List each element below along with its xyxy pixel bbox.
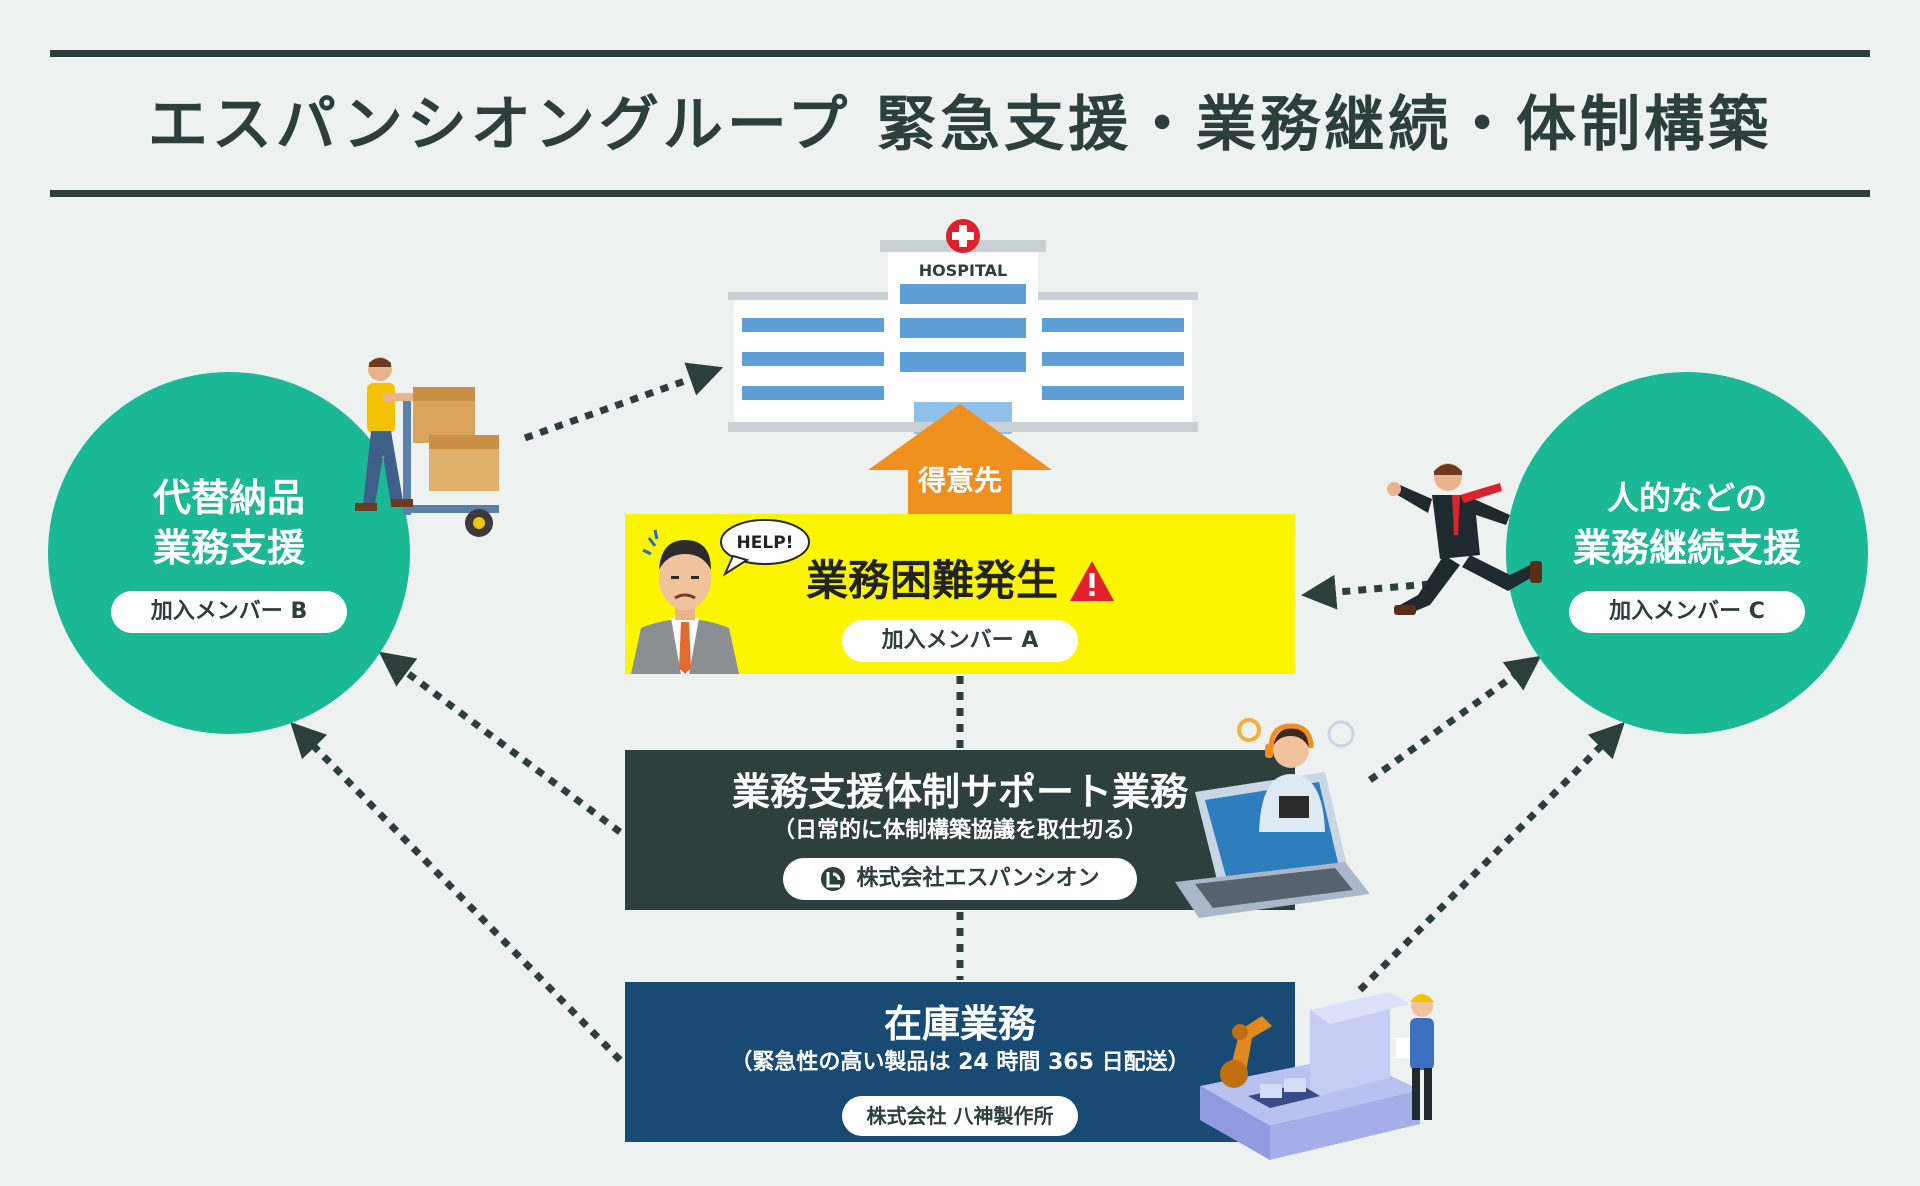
warning-icon [1070,561,1114,601]
hospital-left-wing [728,292,890,422]
client-label: 得意先 [917,464,1002,497]
help-speech: HELP! [737,533,794,553]
trouble-box: 業務困難発生 加入メンバー A [625,514,1295,674]
hospital-cross-icon [946,219,980,253]
member-c-circle: 人的などの 業務継続支援 加入メンバー C [1506,372,1868,734]
support-subtitle: （日常的に体制構築協議を取仕切る） [772,818,1147,843]
espansion-logo-icon [821,867,846,891]
factory-machine-illustration [1200,992,1434,1160]
inventory-title: 在庫業務 [883,1002,1036,1046]
title-bottom-rule [50,190,1870,197]
page-title: エスパンシオングループ 緊急支援・業務継続・体制構築 [147,90,1773,160]
running-businessman-illustration [1387,463,1542,615]
hospital-illustration: HOSPITAL [728,219,1198,434]
member-c-badge: 加入メンバー C [1569,591,1805,633]
worried-man-illustration: HELP! [631,519,810,674]
client-up-arrow [868,404,1052,516]
yagami-badge: 株式会社 八神製作所 [842,1096,1078,1136]
hospital-sign: HOSPITAL [919,261,1007,280]
arrow-b-to-hospital [523,362,724,442]
trouble-title: 業務困難発生 [806,556,1114,606]
member-b-badge: 加入メンバー B [111,591,347,633]
operator-laptop-illustration [1175,718,1370,918]
arrow-support-to-b [378,651,623,835]
inventory-subtitle: （緊急性の高い製品は 24 時間 365 日配送） [730,1050,1190,1075]
arrow-inventory-to-c [1357,722,1625,993]
member-b-title: 代替納品 業務支援 [152,476,305,570]
support-box: 業務支援体制サポート業務 （日常的に体制構築協議を取仕切る） 株式会社エスパンシ… [625,750,1295,910]
espansion-badge: 株式会社エスパンシオン [783,858,1137,900]
arrow-support-to-c [1367,655,1542,783]
support-title: 業務支援体制サポート業務 [731,770,1188,814]
delivery-worker-illustration [355,357,499,537]
member-c-title: 人的などの 業務継続支援 [1572,479,1801,570]
hospital-right-wing [1036,292,1198,422]
member-b-circle: 代替納品 業務支援 加入メンバー B [48,372,410,734]
title-top-rule [50,50,1870,57]
inventory-box: 在庫業務 （緊急性の高い製品は 24 時間 365 日配送） 株式会社 八神製作… [625,982,1295,1142]
arrow-c-to-a [1301,574,1431,610]
arrow-inventory-to-b [290,721,623,1063]
member-a-badge: 加入メンバー A [842,620,1078,662]
